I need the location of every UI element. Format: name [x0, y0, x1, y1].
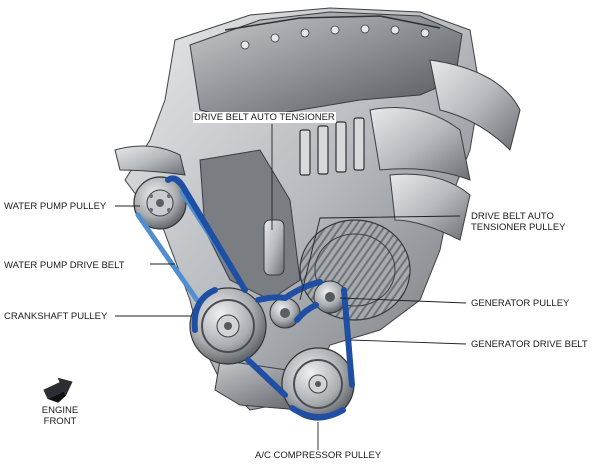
generator-pulley: [313, 280, 347, 314]
leader-lines: [115, 124, 467, 450]
generator-drive-belt: [165, 175, 355, 420]
ac-compressor-pulley: [281, 347, 355, 421]
label-ac-compressor-pulley: A/C COMPRESSOR PULLEY: [255, 450, 382, 461]
label-tensioner-pulley-line1: DRIVE BELT AUTO: [471, 211, 554, 222]
tensioner-pulley: [269, 297, 301, 329]
label-water-pump-pulley: WATER PUMP PULLEY: [4, 201, 107, 212]
engine-front-arrow-icon: [43, 377, 73, 403]
label-drive-belt-auto-tensioner: DRIVE BELT AUTO TENSIONER: [193, 112, 336, 123]
label-crankshaft-pulley: CRANKSHAFT PULLEY: [4, 311, 108, 322]
label-water-pump-drive-belt: WATER PUMP DRIVE BELT: [4, 260, 125, 271]
label-generator-drive-belt: GENERATOR DRIVE BELT: [471, 339, 588, 350]
crankshaft-pulley: [189, 287, 267, 365]
label-engine-front-line2: FRONT: [43, 416, 77, 427]
label-generator-pulley: GENERATOR PULLEY: [471, 298, 570, 309]
label-engine-front-line1: ENGINE: [41, 405, 79, 416]
label-tensioner-pulley-line2: TENSIONER PULLEY: [471, 222, 566, 233]
water-pump-pulley: [133, 176, 187, 230]
